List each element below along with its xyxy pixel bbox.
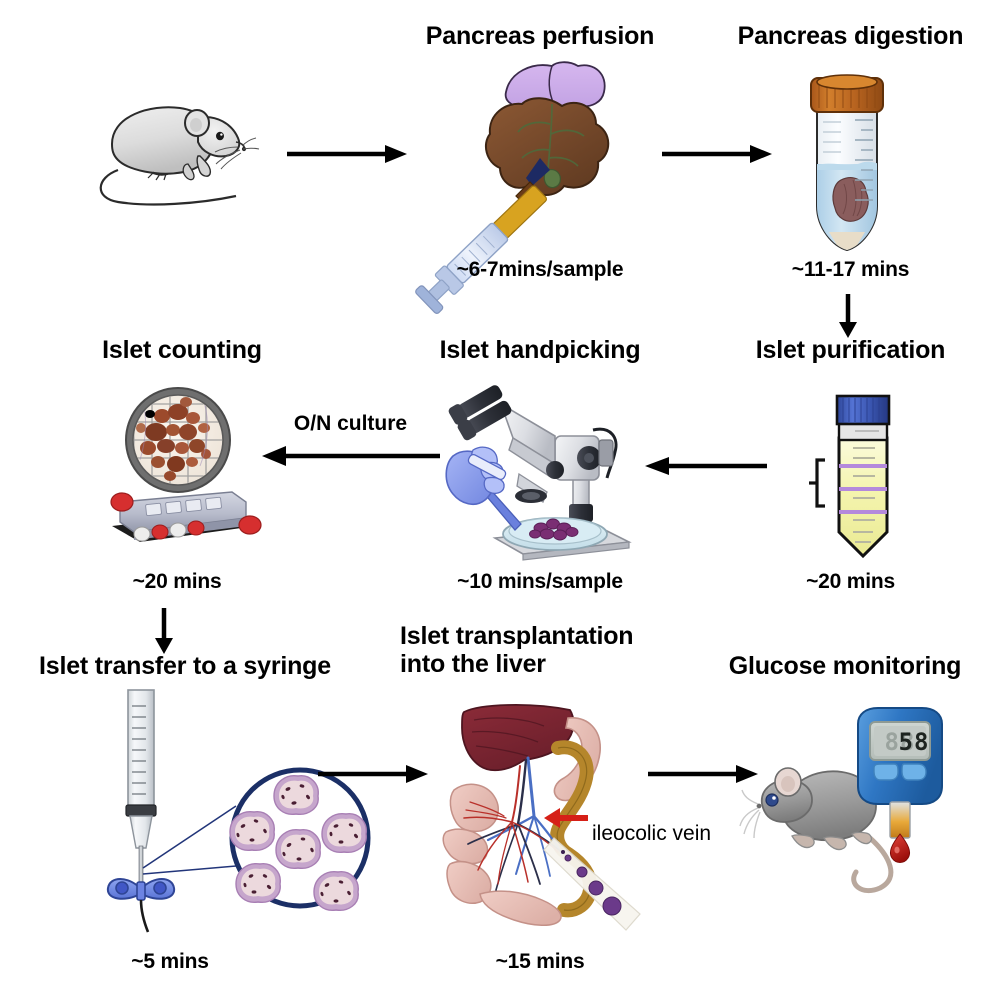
step-title-glucose-monitoring: Glucose monitoring [728, 652, 962, 680]
overnight-culture-label: O/N culture [293, 412, 408, 435]
arrow-handpicking-to-counting [262, 446, 440, 466]
glucose-display-ghost: 88 [885, 728, 916, 756]
pancreas-perfusion-illustration [415, 61, 610, 314]
timing-pancreas-digestion: ~11-17 mins [791, 258, 910, 281]
mouse-illustration [99, 106, 260, 206]
syringe-islets-illustration [106, 689, 371, 933]
arrow-transplantation-to-glucose [648, 765, 758, 783]
arrow-mouse-to-perfusion [287, 145, 407, 163]
transplantation-line-1: Islet transplantation [400, 622, 634, 650]
step-title-pancreas-digestion: Pancreas digestion [737, 22, 964, 50]
step-title-islet-transfer: Islet transfer to a syringe [39, 652, 331, 680]
step-title-islet-handpicking: Islet handpicking [439, 336, 641, 364]
step-title-islet-purification: Islet purification [755, 336, 946, 364]
islet-counting-illustration [110, 387, 262, 542]
timing-islet-counting: ~20 mins [132, 570, 222, 593]
timing-islet-transfer: ~5 mins [131, 950, 209, 973]
digestion-tube-illustration [810, 74, 884, 252]
step-title-islet-counting: Islet counting [102, 336, 262, 364]
arrow-counting-to-transfer [155, 608, 173, 654]
purification-tube-illustration [809, 394, 891, 559]
arrow-digestion-to-purification [839, 294, 857, 338]
arrow-perfusion-to-digestion [662, 145, 772, 163]
glucose-display-value: 58 [899, 728, 930, 756]
ileocolic-arrow [544, 808, 588, 828]
timing-islet-purification: ~20 mins [806, 570, 895, 593]
timing-pancreas-perfusion: ~6-7mins/sample [456, 258, 624, 281]
ileocolic-vein-label: ileocolic vein [592, 822, 712, 845]
transplantation-line-2: into the liver [400, 650, 546, 678]
glucose-monitoring-illustration: 88 58 [739, 707, 943, 894]
timing-islet-handpicking: ~10 mins/sample [457, 570, 623, 593]
arrow-purification-to-handpicking [645, 457, 767, 475]
step-title-pancreas-perfusion: Pancreas perfusion [425, 22, 655, 50]
arrow-transfer-to-transplantation [318, 765, 428, 783]
timing-islet-transplantation: ~15 mins [495, 950, 585, 973]
liver-transplantation-illustration [442, 704, 641, 931]
microscope-illustration [445, 385, 632, 561]
step-title-islet-transplantation: Islet transplantation into the liver [400, 622, 670, 678]
